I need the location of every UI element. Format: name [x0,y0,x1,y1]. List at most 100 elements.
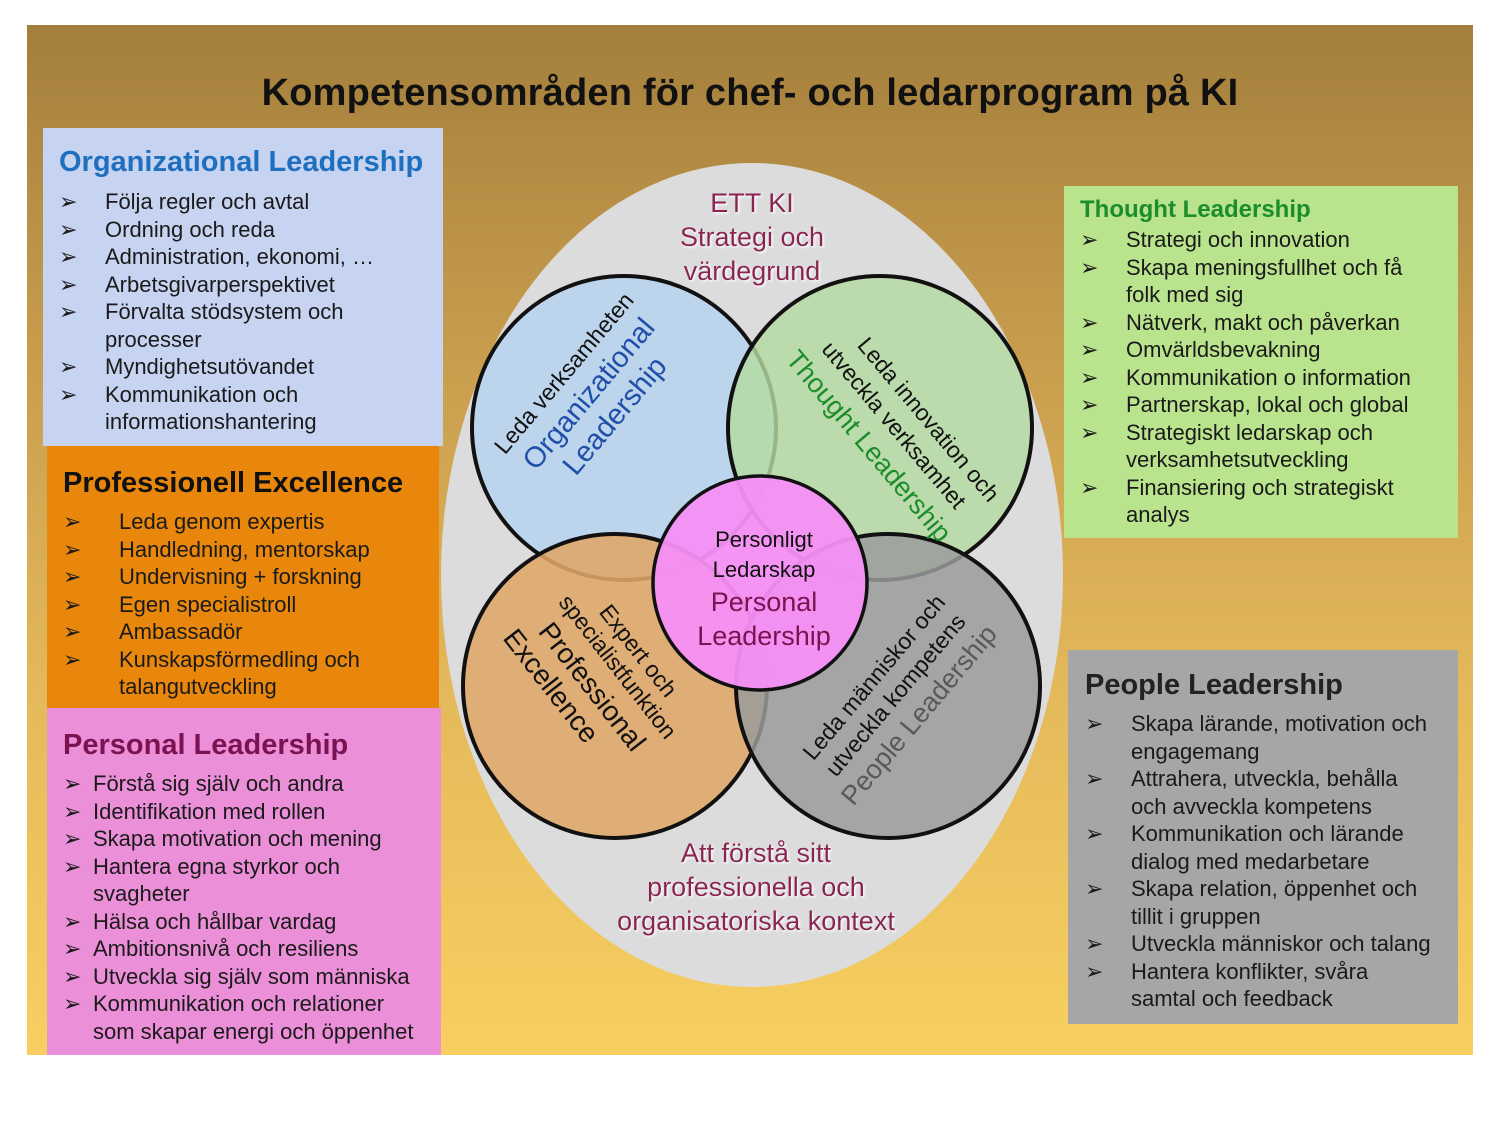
bullet-arrow-icon: ➢ [1080,337,1099,362]
list-item-text: Kommunikation och relationer [93,991,385,1016]
bullet-arrow-icon: ➢ [63,619,82,644]
list-item-text: talangutveckling [119,674,277,699]
list-item-text: Strategi och innovation [1126,227,1350,252]
bullet-arrow-icon: ➢ [1080,227,1099,252]
personal-leadership-box: Personal Leadership ➢ Förstå sig själv oc… [47,708,441,1055]
list-item-text: Arbetsgivarperspektivet [105,271,335,297]
top-text-line: ETT KI [710,188,794,218]
bullet-arrow-icon: ➢ [59,354,78,379]
bullet-arrow-icon: ➢ [63,536,82,562]
page-title: Kompetensområden för chef- och ledarprog… [261,72,1239,114]
list-item: ➢Undervisning + forskning [63,563,425,591]
list-item-text: engagemang [1131,738,1260,764]
bullet-arrow-icon: ➢ [63,853,82,879]
bullet-arrow-icon: ➢ [1085,711,1104,736]
list-item: ➢Utveckla sig själv som människa [63,963,433,991]
list-item-text: Utveckla sig själv som människa [93,963,410,989]
list-item: ➢ Strategi och innovation [1080,226,1448,254]
list-item-text: Förstå sig själv och andra [93,771,344,796]
list-item-text: Leda genom expertis [119,509,325,534]
list-item: ➢Ordning och reda [59,216,429,244]
list-item-text: Ambassadör [119,619,243,644]
center-line4: Leadership [697,621,831,651]
bullet-arrow-icon: ➢ [1080,419,1099,445]
list-item: ➢ Omvärldsbevakning [1080,336,1448,364]
list-item: ➢ Leda genom expertis [63,508,425,536]
list-item-text: informationshantering [105,409,317,434]
list-item: ➢Skapa motivation och mening [63,825,433,853]
bullet-arrow-icon: ➢ [59,381,78,407]
top-text-line: värdegrund [684,256,821,286]
bullet-arrow-icon: ➢ [1080,392,1099,417]
list-item-text: Undervisning + forskning [119,564,362,589]
list-item: ➢ Hälsa och hållbar vardag [63,908,433,936]
list-item-text: Utveckla människor och talang [1131,931,1431,956]
bullet-arrow-icon: ➢ [63,771,82,796]
list-item: ➢ Egen specialistroll [63,591,425,619]
bullet-arrow-icon: ➢ [63,591,82,617]
bullet-arrow-icon: ➢ [59,299,78,324]
bottom-text-line: professionella och [647,872,865,902]
list-item-text: Ambitionsnivå och resiliens [93,936,359,961]
professional-excellence-box: Professionell Excellence ➢ Leda genom exp… [47,446,439,708]
bullet-arrow-icon: ➢ [63,509,82,534]
list-item: ➢Administration, ekonomi, … [59,243,429,271]
ellipse-bottom-text: Att förstå sitt professionella och organ… [617,838,895,936]
list-item-text: Skapa lärande, motivation och [1131,711,1427,736]
list-item-text: processer [105,326,202,352]
thought-leadership-heading: Thought Leadership [1080,196,1311,223]
list-item-text: Kommunikation och lärande [1131,821,1404,846]
list-item-text: Skapa relation, öppenhet och [1131,876,1418,901]
bullet-arrow-icon: ➢ [1085,876,1104,901]
bullet-arrow-icon: ➢ [63,646,82,672]
list-item-text: Omvärldsbevakning [1126,337,1321,362]
list-item-text: Partnerskap, lokal och global [1126,392,1409,417]
list-item-text: och avveckla kompetens [1131,793,1372,819]
list-item: ➢Följa regler och avtal [59,188,429,216]
list-item-text: samtal och feedback [1131,986,1333,1011]
center-line3: Personal [711,587,818,617]
bullet-arrow-icon: ➢ [59,216,78,242]
ellipse-top-text: ETT KI Strategi och värdegrund [680,188,824,286]
bullet-arrow-icon: ➢ [63,908,82,934]
list-item-text: Nätverk, makt och påverkan [1126,309,1400,335]
center-circle-text: Personligt Ledarskap Personal Leadership [697,527,831,651]
list-item-text: Egen specialistroll [119,591,297,617]
bullet-arrow-icon: ➢ [1085,821,1104,846]
list-item-text: tillit i gruppen [1131,903,1261,929]
bullet-arrow-icon: ➢ [1080,474,1099,500]
list-item-text: Myndighetsutövandet [105,354,315,379]
bullet-arrow-icon: ➢ [59,244,78,269]
list-item-text: som skapar energi och öppenhet [93,1018,414,1044]
organizational-leadership-box: Organizational Leadership ➢Följa regler … [43,128,443,446]
center-line2: Ledarskap [713,557,816,582]
list-item-text: Kommunikation o information [1126,364,1411,390]
list-item-text: Strategiskt ledarskap och [1126,419,1374,445]
bullet-arrow-icon: ➢ [59,271,78,297]
list-item-text: folk med sig [1126,282,1244,307]
list-item: ➢ Ambassadör [63,618,425,646]
list-item: ➢ Förstå sig själv och andra [63,770,433,798]
list-item: ➢Nätverk, makt och påverkan [1080,309,1448,337]
personal-leadership-heading: Personal Leadership [63,729,349,761]
center-line1: Personligt [715,527,813,552]
thought-leadership-list: ➢ Strategi och innovation➢Skapa meningsfu… [1080,226,1448,529]
list-item-text: Hantera egna styrkor och [93,853,341,879]
professional-excellence-heading: Professionell Excellence [63,467,404,499]
bullet-arrow-icon: ➢ [1085,931,1104,956]
bullet-arrow-icon: ➢ [1085,766,1104,791]
professional-excellence-list: ➢Leda genom expertis➢Handledning, mentor… [63,508,425,701]
list-item-text: Skapa motivation och mening [93,826,382,851]
list-item-text: Hälsa och hållbar vardag [93,908,337,934]
